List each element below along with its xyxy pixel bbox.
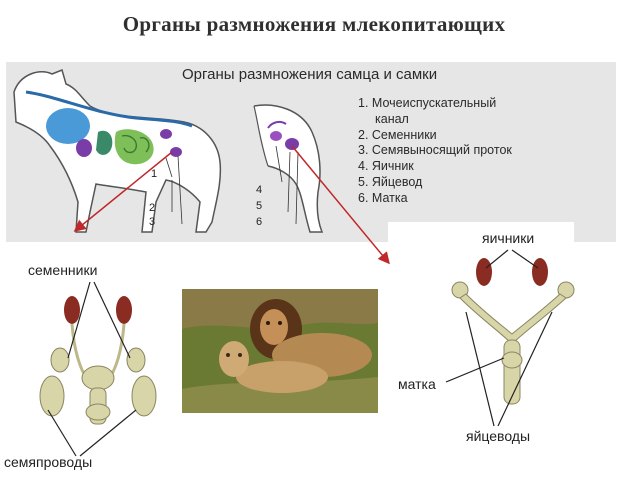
lioness-head — [219, 341, 249, 377]
male-number-3: 3 — [149, 216, 156, 228]
lungs — [46, 108, 90, 144]
stomach — [96, 130, 113, 155]
legend-item: канал — [375, 111, 409, 126]
slide-title: Органы размножения млекопитающих — [122, 12, 506, 36]
lions-photo — [182, 289, 378, 413]
female-number-4: 4 — [256, 184, 263, 196]
top-panel-title: Органы размножения самца и самки — [182, 66, 438, 83]
male-number-1: 1 — [151, 168, 158, 180]
female-number-6: 6 — [256, 216, 263, 228]
legend-item: 1. Мочеиспускательный — [358, 96, 497, 110]
legend-item: 3. Семявыносящий проток — [358, 143, 512, 158]
testis-right — [116, 296, 132, 324]
spine-nerve — [25, 90, 193, 128]
oviducts-label: яйцеводы — [466, 428, 531, 444]
bladder — [81, 365, 115, 391]
epididymis-right — [131, 375, 157, 417]
heart — [76, 139, 92, 157]
male-testis — [170, 147, 182, 157]
ovary-right — [532, 258, 548, 286]
legend-item: 5. Яйцевод — [358, 174, 423, 189]
intestine-loops — [121, 134, 150, 154]
gland-left — [50, 347, 70, 373]
ovaries-label: яичники — [482, 230, 535, 246]
male-pointer-arrow — [73, 151, 173, 232]
female-uterus — [270, 131, 282, 141]
gland-right — [126, 347, 146, 373]
epididymis-left — [39, 375, 65, 417]
uterus-body — [503, 339, 521, 405]
female-number-5: 5 — [256, 200, 263, 212]
female-ovary — [285, 138, 299, 150]
female-pointer-arrow — [291, 145, 390, 265]
uterine-horns — [459, 293, 567, 345]
male-number-2: 2 — [149, 202, 156, 214]
testis-left — [64, 296, 80, 324]
dog-diagram — [13, 68, 324, 233]
male-bladder — [160, 129, 172, 139]
testes-label: семенники — [28, 262, 98, 278]
vas-deferens-label: семяпроводы — [4, 454, 93, 470]
legend-item: 2. Семенники — [358, 127, 437, 142]
legend-item: 6. Матка — [358, 190, 408, 205]
male-organs-figure — [39, 281, 157, 457]
uterus-label: матка — [398, 376, 436, 392]
top-panel: Органы размножения самца и самки 1 2 3 4… — [6, 62, 616, 242]
female-organs-figure — [445, 249, 575, 427]
male-lion-face — [260, 309, 288, 345]
legend: 1. Мочеиспускательный канал 2. Семенники… — [358, 96, 512, 207]
lioness-body — [236, 361, 328, 393]
legend-item: 4. Яичник — [358, 159, 414, 174]
ovary-left — [476, 258, 492, 286]
